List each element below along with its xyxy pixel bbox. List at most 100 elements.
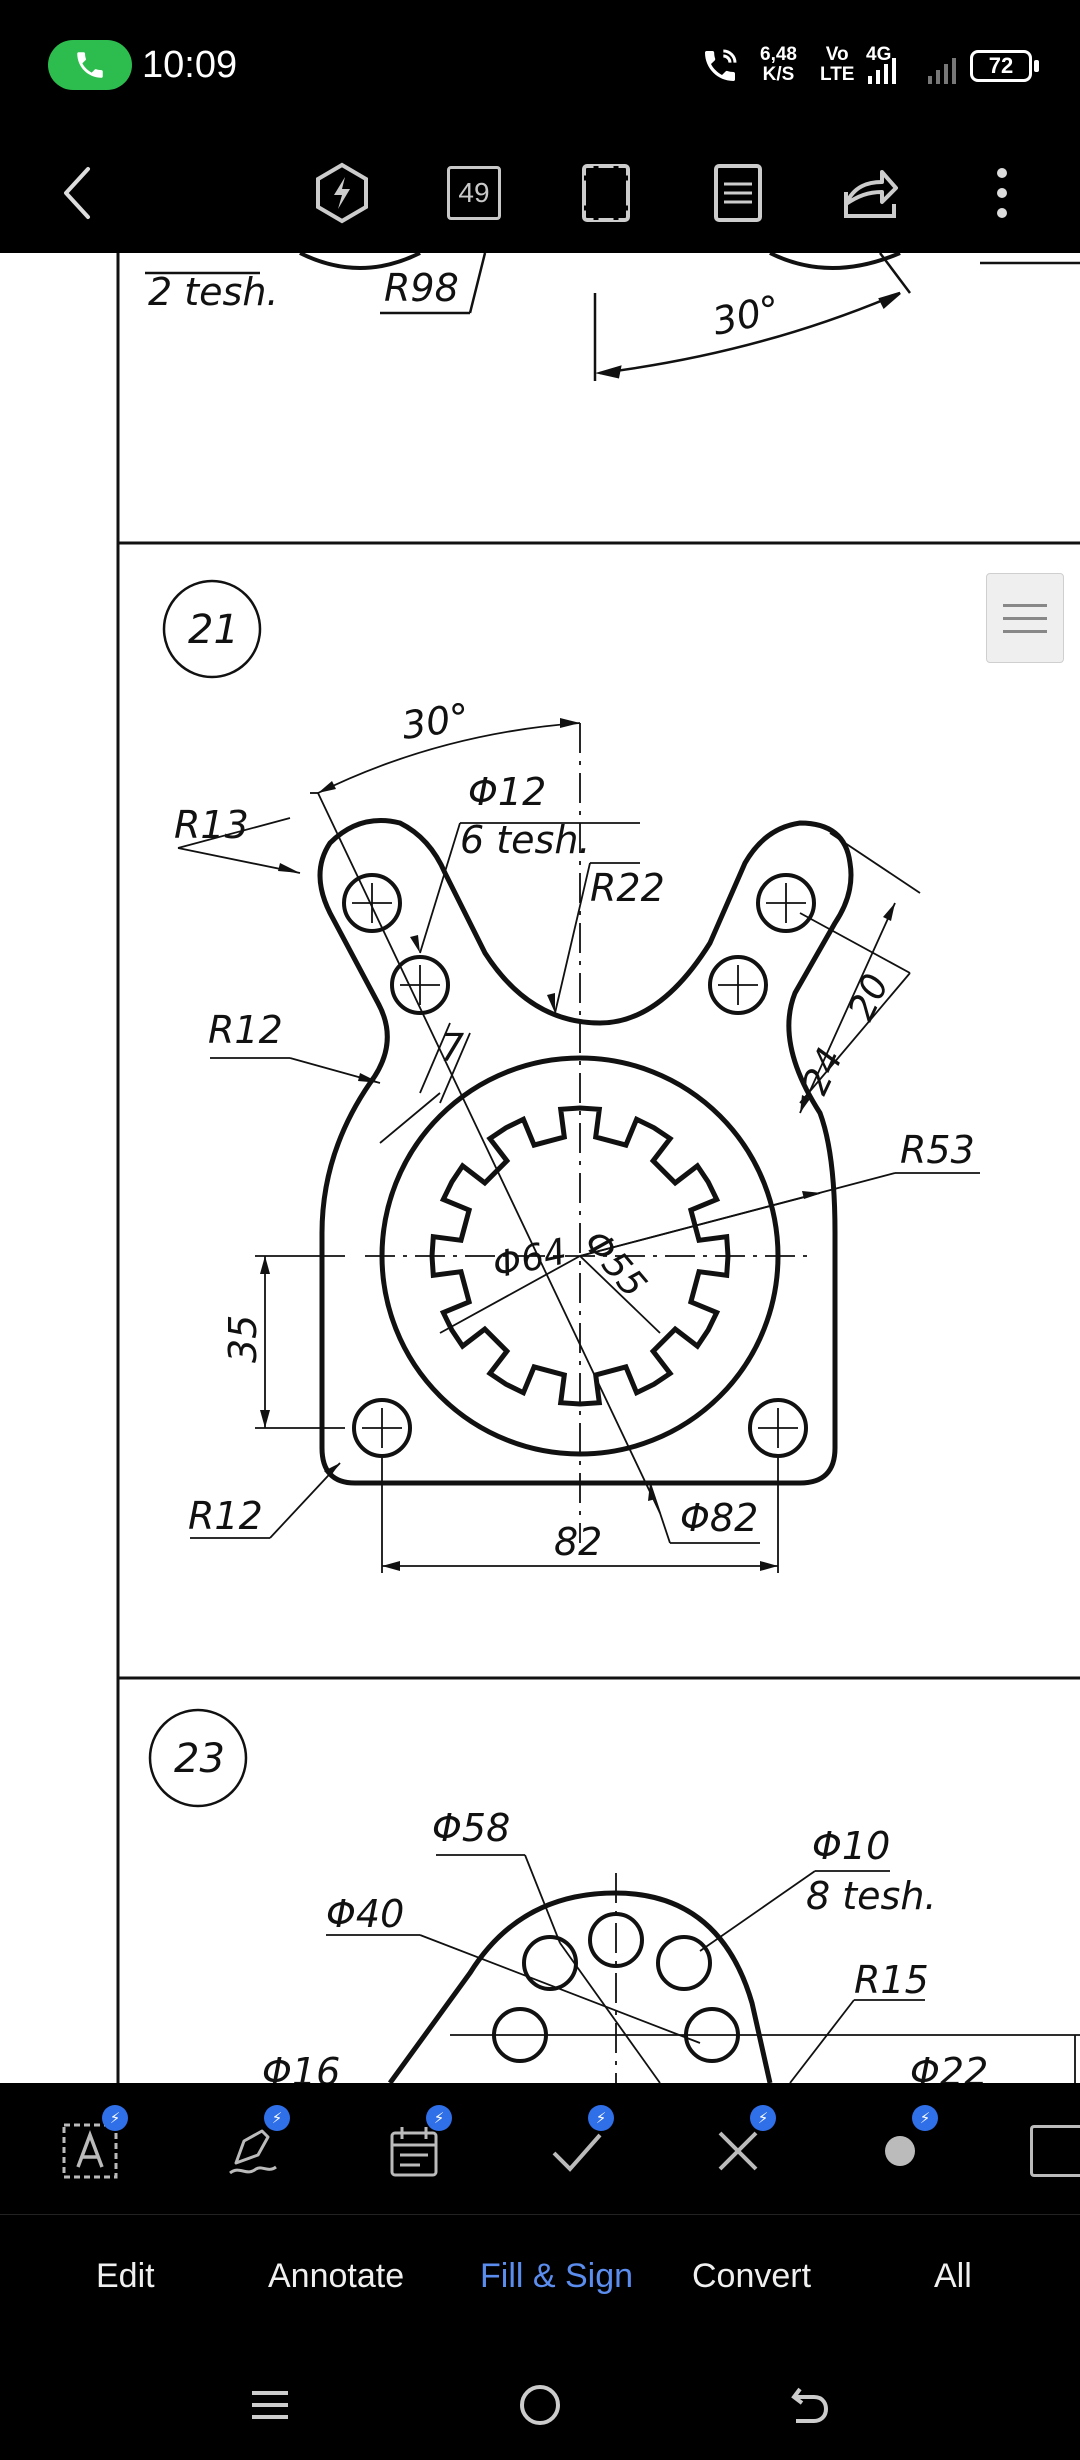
- exercise-23-number: 23: [174, 1736, 225, 1782]
- cross-tool[interactable]: ⚡: [698, 2105, 778, 2191]
- ex21-label-r22: R22: [590, 866, 665, 910]
- ex21-label-7: 7: [440, 1026, 464, 1070]
- recents-button[interactable]: [240, 2375, 300, 2435]
- date-icon: [390, 2127, 438, 2177]
- home-button[interactable]: [510, 2375, 570, 2435]
- fullscreen-button[interactable]: [566, 153, 646, 233]
- ex21-label-phi55: Φ55: [575, 1222, 654, 1305]
- ex23-label-phi22: Φ22: [910, 2050, 988, 2083]
- ex23-label-phi40: Φ40: [326, 1892, 404, 1936]
- ex21-label-82: 82: [554, 1520, 602, 1564]
- ex23-label-phi58: Φ58: [432, 1806, 510, 1850]
- fullscreen-icon: [582, 164, 630, 222]
- dot-icon: [885, 2136, 915, 2166]
- network-speed: 6,48 K/S: [760, 45, 797, 85]
- premium-badge-icon: ⚡: [102, 2105, 128, 2131]
- ex21-label-20: 20: [841, 968, 898, 1027]
- ex23-label-phi16: Φ16: [262, 2050, 340, 2083]
- cross-icon: [718, 2131, 758, 2171]
- reading-mode-icon: [714, 164, 762, 222]
- signal-icon: [868, 58, 956, 84]
- date-tool[interactable]: ⚡: [374, 2105, 454, 2191]
- page-menu-button[interactable]: [986, 573, 1064, 663]
- home-icon: [520, 2385, 560, 2425]
- ongoing-call-indicator[interactable]: [48, 40, 132, 90]
- tab-all[interactable]: All: [934, 2257, 972, 2295]
- page-count-button[interactable]: 49: [434, 153, 514, 233]
- menu-line: [1003, 629, 1047, 633]
- technical-drawing-page: 2 tesh. R98 30°: [116, 253, 1080, 2083]
- network-speed-value: 6,48: [760, 44, 797, 65]
- document-view[interactable]: 2 tesh. R98 30°: [0, 253, 1080, 2083]
- checkmark-icon: [552, 2133, 602, 2172]
- signature-tool[interactable]: ⚡: [212, 2105, 292, 2191]
- back-icon: [64, 167, 90, 219]
- share-icon: [844, 170, 898, 218]
- tab-fill-sign[interactable]: Fill & Sign: [480, 2257, 634, 2295]
- signature-icon: [229, 2129, 277, 2175]
- tab-annotate[interactable]: Annotate: [268, 2257, 405, 2295]
- battery-icon: 72: [970, 50, 1032, 82]
- fill-sign-tools: ⚡ ⚡ ⚡ ⚡ ⚡ ⚡: [0, 2083, 1080, 2215]
- quick-action-button[interactable]: [302, 153, 382, 233]
- premium-badge-icon: ⚡: [426, 2105, 452, 2131]
- exercise-21-drawing: [162, 579, 980, 1573]
- back-button[interactable]: [38, 153, 118, 233]
- volte-bottom: LTE: [820, 64, 855, 85]
- premium-badge-icon: ⚡: [750, 2105, 776, 2131]
- top-label-30deg: 30°: [709, 287, 784, 344]
- share-button[interactable]: [830, 153, 910, 233]
- status-bar: 10:09 6,48 K/S Vo LTE 4G 72: [0, 0, 1080, 135]
- ex21-label-35: 35: [221, 1315, 265, 1363]
- battery-tip: [1034, 60, 1039, 72]
- recents-icon: [252, 2391, 288, 2419]
- volte-top: Vo: [825, 44, 849, 65]
- ex21-label-phi82: Φ82: [680, 1496, 758, 1540]
- ex21-label-30deg: 30°: [399, 695, 472, 748]
- checkmark-tool[interactable]: ⚡: [536, 2105, 616, 2191]
- ex21-label-r13: R13: [174, 803, 249, 847]
- menu-line: [1003, 616, 1047, 620]
- rectangle-icon: [1030, 2125, 1080, 2177]
- premium-badge-icon: ⚡: [912, 2105, 938, 2131]
- ex23-label-phi10: Φ10: [812, 1824, 890, 1868]
- previous-exercise-fragment: [145, 253, 1080, 381]
- ex21-label-r12-top: R12: [208, 1008, 283, 1052]
- battery-level: 72: [988, 53, 1014, 78]
- clock: 10:09: [142, 44, 238, 86]
- ex21-label-6-tesh: 6 tesh.: [460, 818, 591, 862]
- back-nav-icon: [791, 2387, 829, 2423]
- ex21-label-phi64: Φ64: [489, 1231, 570, 1287]
- volte-indicator: Vo LTE: [820, 45, 854, 85]
- text-edit-icon: [62, 2123, 118, 2179]
- network-type: 4G: [866, 44, 892, 65]
- text-edit-tool[interactable]: ⚡: [50, 2105, 130, 2191]
- premium-badge-icon: ⚡: [588, 2105, 614, 2131]
- menu-line: [1003, 603, 1047, 607]
- top-label-r98: R98: [384, 266, 459, 310]
- top-label-2-tesh: 2 tesh.: [148, 270, 279, 314]
- ex21-label-phi12: Φ12: [468, 770, 546, 814]
- back-nav-button[interactable]: [780, 2375, 840, 2435]
- tab-convert[interactable]: Convert: [692, 2257, 812, 2295]
- document-toolbar: 49: [0, 135, 1080, 253]
- more-button[interactable]: [962, 153, 1042, 233]
- tab-edit[interactable]: Edit: [96, 2257, 155, 2295]
- ex23-label-r15: R15: [854, 1958, 929, 2002]
- exercise-23-drawing: [148, 1708, 1080, 2083]
- premium-badge-icon: ⚡: [264, 2105, 290, 2131]
- network-speed-unit: K/S: [762, 64, 795, 85]
- reading-mode-button[interactable]: [698, 153, 778, 233]
- ex23-label-8-tesh: 8 tesh.: [806, 1874, 937, 1918]
- category-tabs: Edit Annotate Fill & Sign Convert All: [0, 2215, 1080, 2345]
- phone-call-icon: [77, 52, 103, 78]
- exercise-21-number: 21: [188, 607, 239, 653]
- ex21-label-r53: R53: [900, 1128, 975, 1172]
- page-count: 49: [447, 166, 501, 220]
- lightning-icon: [316, 162, 368, 224]
- more-tools-peek[interactable]: [1030, 2111, 1080, 2191]
- system-navigation-bar: [0, 2345, 1080, 2460]
- more-icon: [997, 168, 1007, 218]
- wifi-call-icon: [705, 49, 737, 81]
- dot-tool[interactable]: ⚡: [860, 2105, 940, 2191]
